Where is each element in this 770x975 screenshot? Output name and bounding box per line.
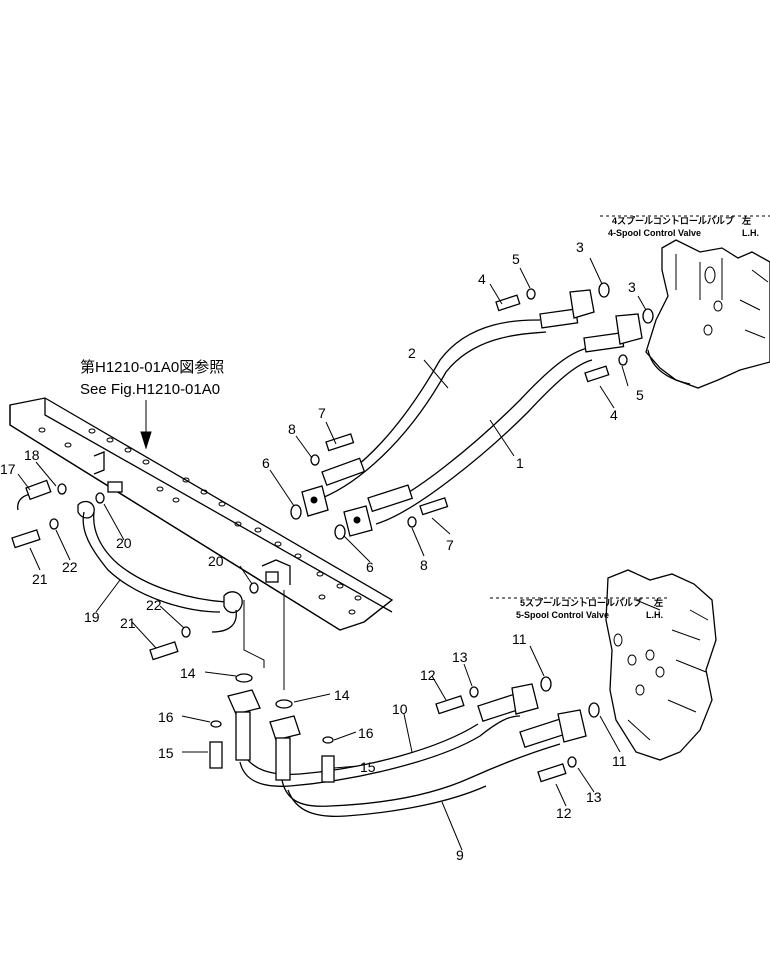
callout-15b: 15 bbox=[360, 759, 376, 775]
callout-21b: 21 bbox=[120, 615, 136, 631]
callout-numbers: 3 3 4 5 5 4 2 1 7 8 6 6 7 8 18 17 20 21 … bbox=[0, 239, 644, 863]
callout-2: 2 bbox=[408, 345, 416, 361]
left-fittings bbox=[11, 479, 279, 661]
hose-1-left-fitting bbox=[343, 484, 414, 537]
hose-2-left-fitting bbox=[301, 457, 366, 517]
callout-4a: 4 bbox=[478, 271, 486, 287]
upper-valve-side-jp: 左 bbox=[741, 215, 751, 226]
upper-control-valve bbox=[645, 239, 770, 389]
callout-8b: 8 bbox=[420, 557, 428, 573]
lower-flange-right bbox=[269, 699, 335, 783]
lower-valve-side-en: L.H. bbox=[646, 610, 663, 620]
callout-20b: 20 bbox=[208, 553, 224, 569]
upper-valve-label-jp: 4スプールコントロールバルブ bbox=[612, 215, 734, 226]
callout-14a: 14 bbox=[180, 665, 196, 681]
callout-22a: 22 bbox=[62, 559, 78, 575]
callout-12a: 12 bbox=[420, 667, 436, 683]
upper-valve-label-en: 4-Spool Control Valve bbox=[608, 228, 701, 238]
leader-lines bbox=[17, 257, 647, 851]
callout-4b: 4 bbox=[610, 407, 618, 423]
callout-20a: 20 bbox=[116, 535, 132, 551]
lower-valve-label-jp: 5スプールコントロールバルブ bbox=[520, 597, 642, 608]
callout-5b: 5 bbox=[636, 387, 644, 403]
callout-16a: 16 bbox=[158, 709, 174, 725]
callout-17: 17 bbox=[0, 461, 16, 477]
frame-beam bbox=[9, 397, 394, 631]
callout-3b: 3 bbox=[628, 279, 636, 295]
callout-5a: 5 bbox=[512, 251, 520, 267]
callout-11a: 11 bbox=[512, 631, 527, 647]
callout-12b: 12 bbox=[556, 805, 572, 821]
lower-valve-hardware bbox=[435, 676, 600, 783]
callout-6a: 6 bbox=[262, 455, 270, 471]
callout-7a: 7 bbox=[318, 405, 326, 421]
callout-1: 1 bbox=[516, 455, 524, 471]
callout-11b: 11 bbox=[612, 753, 627, 769]
lower-valve-label: 5スプールコントロールバルブ 左 5-Spool Control Valve L… bbox=[490, 597, 668, 620]
callout-19: 19 bbox=[84, 609, 100, 625]
upper-valve-side-en: L.H. bbox=[742, 228, 759, 238]
callout-7b: 7 bbox=[446, 537, 454, 553]
callout-22b: 22 bbox=[146, 597, 162, 613]
lower-control-valve bbox=[605, 569, 717, 761]
callout-16b: 16 bbox=[358, 725, 374, 741]
callout-18: 18 bbox=[24, 447, 40, 463]
reference-note-jp: 第H1210-01A0図参照 bbox=[80, 358, 224, 376]
reference-note-en: See Fig.H1210-01A0 bbox=[80, 381, 220, 398]
lower-valve-side-jp: 左 bbox=[653, 597, 663, 608]
callout-13a: 13 bbox=[452, 649, 468, 665]
callout-21a: 21 bbox=[32, 571, 48, 587]
upper-valve-label: 4スプールコントロールバルブ 左 4-Spool Control Valve L… bbox=[600, 215, 770, 238]
callout-13b: 13 bbox=[586, 789, 602, 805]
lower-valve-label-en: 5-Spool Control Valve bbox=[516, 610, 609, 620]
callout-8a: 8 bbox=[288, 421, 296, 437]
lower-flange-left bbox=[209, 673, 261, 769]
upper-left-hardware bbox=[290, 433, 449, 540]
callout-15a: 15 bbox=[158, 745, 174, 761]
hose-9 bbox=[281, 709, 587, 818]
callout-3a: 3 bbox=[576, 239, 584, 255]
callout-14b: 14 bbox=[334, 687, 350, 703]
upper-valve-hardware bbox=[495, 282, 654, 383]
callout-9: 9 bbox=[456, 847, 464, 863]
callout-6b: 6 bbox=[366, 559, 374, 575]
reference-arrow bbox=[140, 400, 152, 450]
callout-10: 10 bbox=[392, 701, 408, 717]
